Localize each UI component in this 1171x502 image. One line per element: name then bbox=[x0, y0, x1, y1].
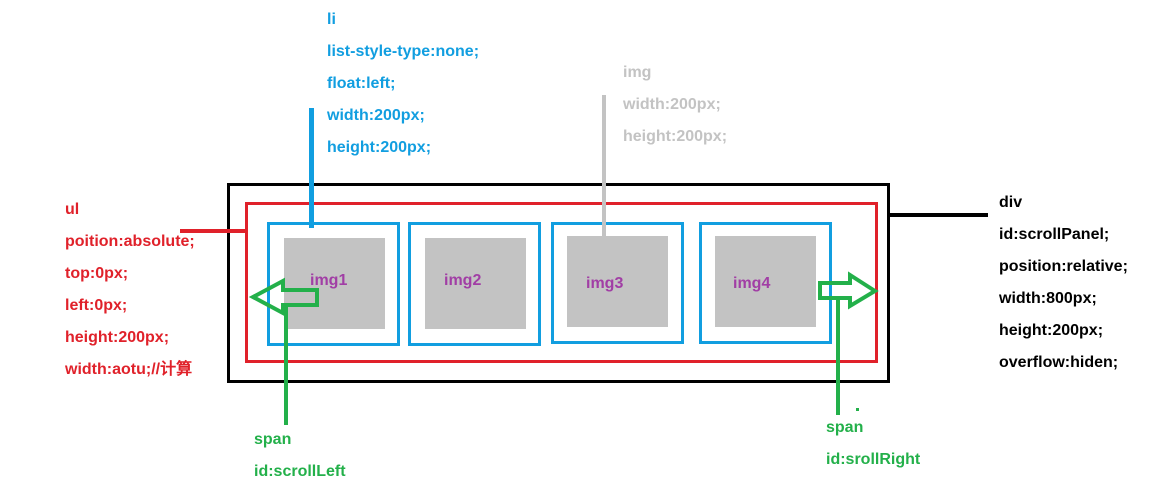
img-style-line-2: height:200px; bbox=[623, 128, 728, 145]
span-right-id: id:srollRight bbox=[826, 451, 921, 468]
span-right-connector-line bbox=[836, 298, 840, 415]
ul-style-line-3: left:0px; bbox=[65, 297, 128, 314]
div-annotation: div id:scrollPanel; position:relative; w… bbox=[999, 187, 1128, 379]
ul-style-line-2: top:0px; bbox=[65, 265, 129, 282]
div-style-line-1: id:scrollPanel; bbox=[999, 226, 1110, 243]
img3-label: img3 bbox=[586, 275, 624, 292]
span-left-annotation: span id:scrollLeft bbox=[254, 424, 346, 488]
img4-label: img4 bbox=[733, 275, 771, 292]
ul-title: ul bbox=[65, 201, 80, 218]
ul-style-line-4: height:200px; bbox=[65, 329, 170, 346]
li-style-line-1: list-style-type:none; bbox=[327, 43, 480, 60]
span-left-id: id:scrollLeft bbox=[254, 463, 346, 480]
img-box-2 bbox=[425, 238, 526, 329]
span-right-title: span bbox=[826, 419, 864, 436]
img-title: img bbox=[623, 64, 652, 81]
li-annotation: li list-style-type:none; float:left; wid… bbox=[327, 4, 479, 164]
img2-label: img2 bbox=[444, 272, 482, 289]
div-connector-line bbox=[889, 213, 988, 217]
li-box-1 bbox=[267, 222, 400, 346]
span-left-title: span bbox=[254, 431, 292, 448]
scroll-right-arrow-icon bbox=[818, 271, 879, 310]
img1-label: img1 bbox=[310, 272, 348, 289]
img-annotation: img width:200px; height:200px; bbox=[623, 57, 727, 153]
li-box-2 bbox=[408, 222, 541, 346]
div-style-line-4: height:200px; bbox=[999, 322, 1104, 339]
ul-box bbox=[245, 202, 878, 363]
li-style-line-4: height:200px; bbox=[327, 139, 432, 156]
ul-connector-line bbox=[180, 229, 248, 233]
li-box-3 bbox=[551, 222, 684, 344]
img-box-3 bbox=[567, 236, 668, 327]
div-style-line-3: width:800px; bbox=[999, 290, 1097, 307]
li-style-line-3: width:200px; bbox=[327, 107, 425, 124]
ul-style-line-5: width:aotu;//计算 bbox=[65, 361, 193, 378]
img-style-line-1: width:200px; bbox=[623, 96, 721, 113]
scroll-left-arrow-icon bbox=[248, 277, 319, 317]
li-connector-line bbox=[309, 108, 314, 228]
div-scroll-panel-box bbox=[227, 183, 890, 383]
span-right-annotation: span id:srollRight bbox=[826, 412, 920, 476]
div-style-line-5: overflow:hiden; bbox=[999, 354, 1119, 371]
span-right-dot bbox=[856, 408, 859, 411]
img-box-4 bbox=[715, 236, 816, 327]
div-title: div bbox=[999, 194, 1023, 211]
div-style-line-2: position:relative; bbox=[999, 258, 1128, 275]
ul-annotation: ul poition:absolute; top:0px; left:0px; … bbox=[65, 194, 195, 386]
span-left-connector-line bbox=[284, 307, 288, 425]
li-style-line-2: float:left; bbox=[327, 75, 396, 92]
li-title: li bbox=[327, 11, 336, 28]
img-box-1 bbox=[284, 238, 385, 329]
ul-style-line-1: poition:absolute; bbox=[65, 233, 195, 250]
img-connector-line bbox=[602, 95, 606, 236]
